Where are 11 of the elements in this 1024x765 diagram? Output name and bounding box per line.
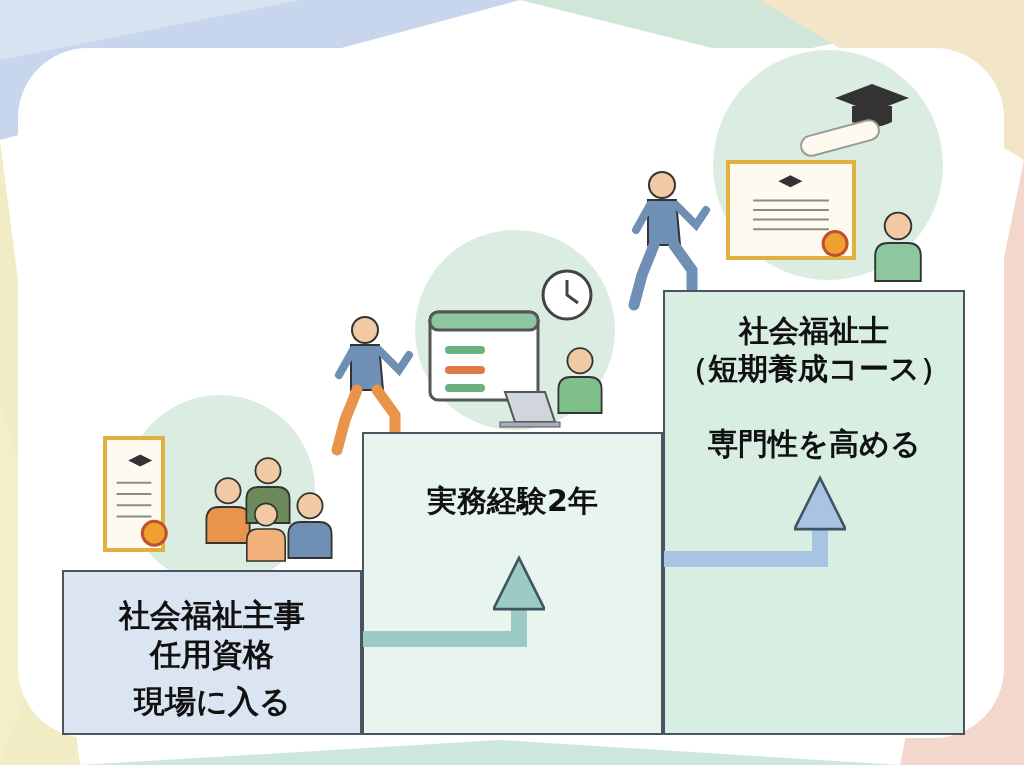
step-note: 現場に入る	[132, 681, 292, 721]
step-note: 専門性を高める	[706, 425, 922, 463]
step-title: 社会福祉士	[737, 312, 890, 350]
step-note: （短期養成コース）	[677, 349, 951, 387]
step-box	[362, 432, 663, 735]
step-box	[663, 290, 965, 735]
step-title: 実務経験2年	[426, 482, 599, 520]
step-box	[62, 570, 362, 735]
step-arrow	[664, 476, 847, 567]
step-title: 社会福祉主事任用資格	[117, 596, 306, 674]
step-arrow	[363, 556, 546, 647]
